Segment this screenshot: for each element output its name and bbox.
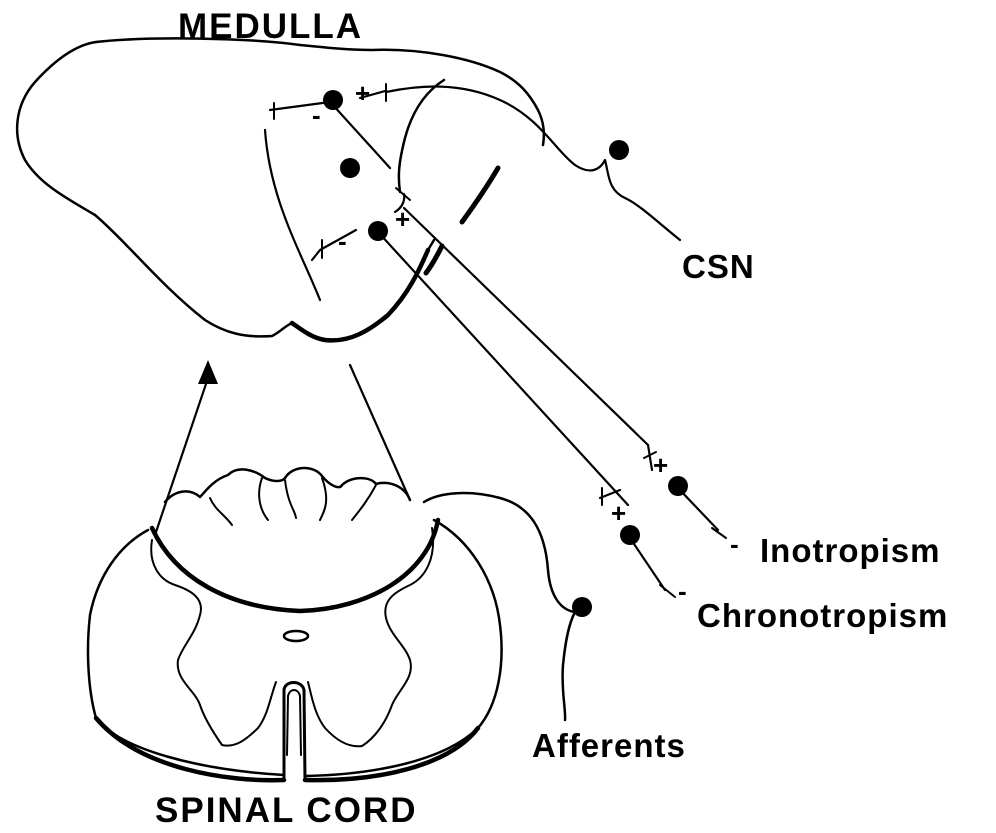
plus-sign: + [355,78,370,108]
minus-sign: - [730,529,739,559]
medulla-label: MEDULLA [178,7,363,46]
up-arrow-icon [198,360,218,384]
central-canal [284,631,308,641]
minus-sign: - [338,226,347,256]
afferent-ganglion-dot [572,597,592,617]
minus-sign: - [312,100,321,130]
afferents-label: Afferents [532,727,686,764]
spinal-cord-label: SPINAL CORD [155,791,418,830]
plus-sign: + [611,498,626,528]
minus-sign: - [678,576,687,606]
synapse-signs: - + - + + + - - [312,78,739,606]
neuron-dot-lower [368,221,388,241]
inotropism-label: Inotropism [760,532,941,569]
medulla-enlargement-lines [152,360,438,611]
csn-label: CSN [682,248,755,285]
medulla-outline [17,38,544,340]
inotropism-ganglion-dot [668,476,688,496]
chronotropism-ganglion-dot [620,525,640,545]
neuron-cell-bodies [323,90,688,617]
neuron-dot-upper [323,90,343,110]
spinal-cord-section [88,520,502,780]
chronotropism-label: Chronotropism [697,597,948,634]
neural-pathways [265,84,726,720]
plus-sign: + [653,450,668,480]
csn-ganglion-dot [609,140,629,160]
plus-sign: + [395,204,410,234]
neuron-dot-middle [340,158,360,178]
